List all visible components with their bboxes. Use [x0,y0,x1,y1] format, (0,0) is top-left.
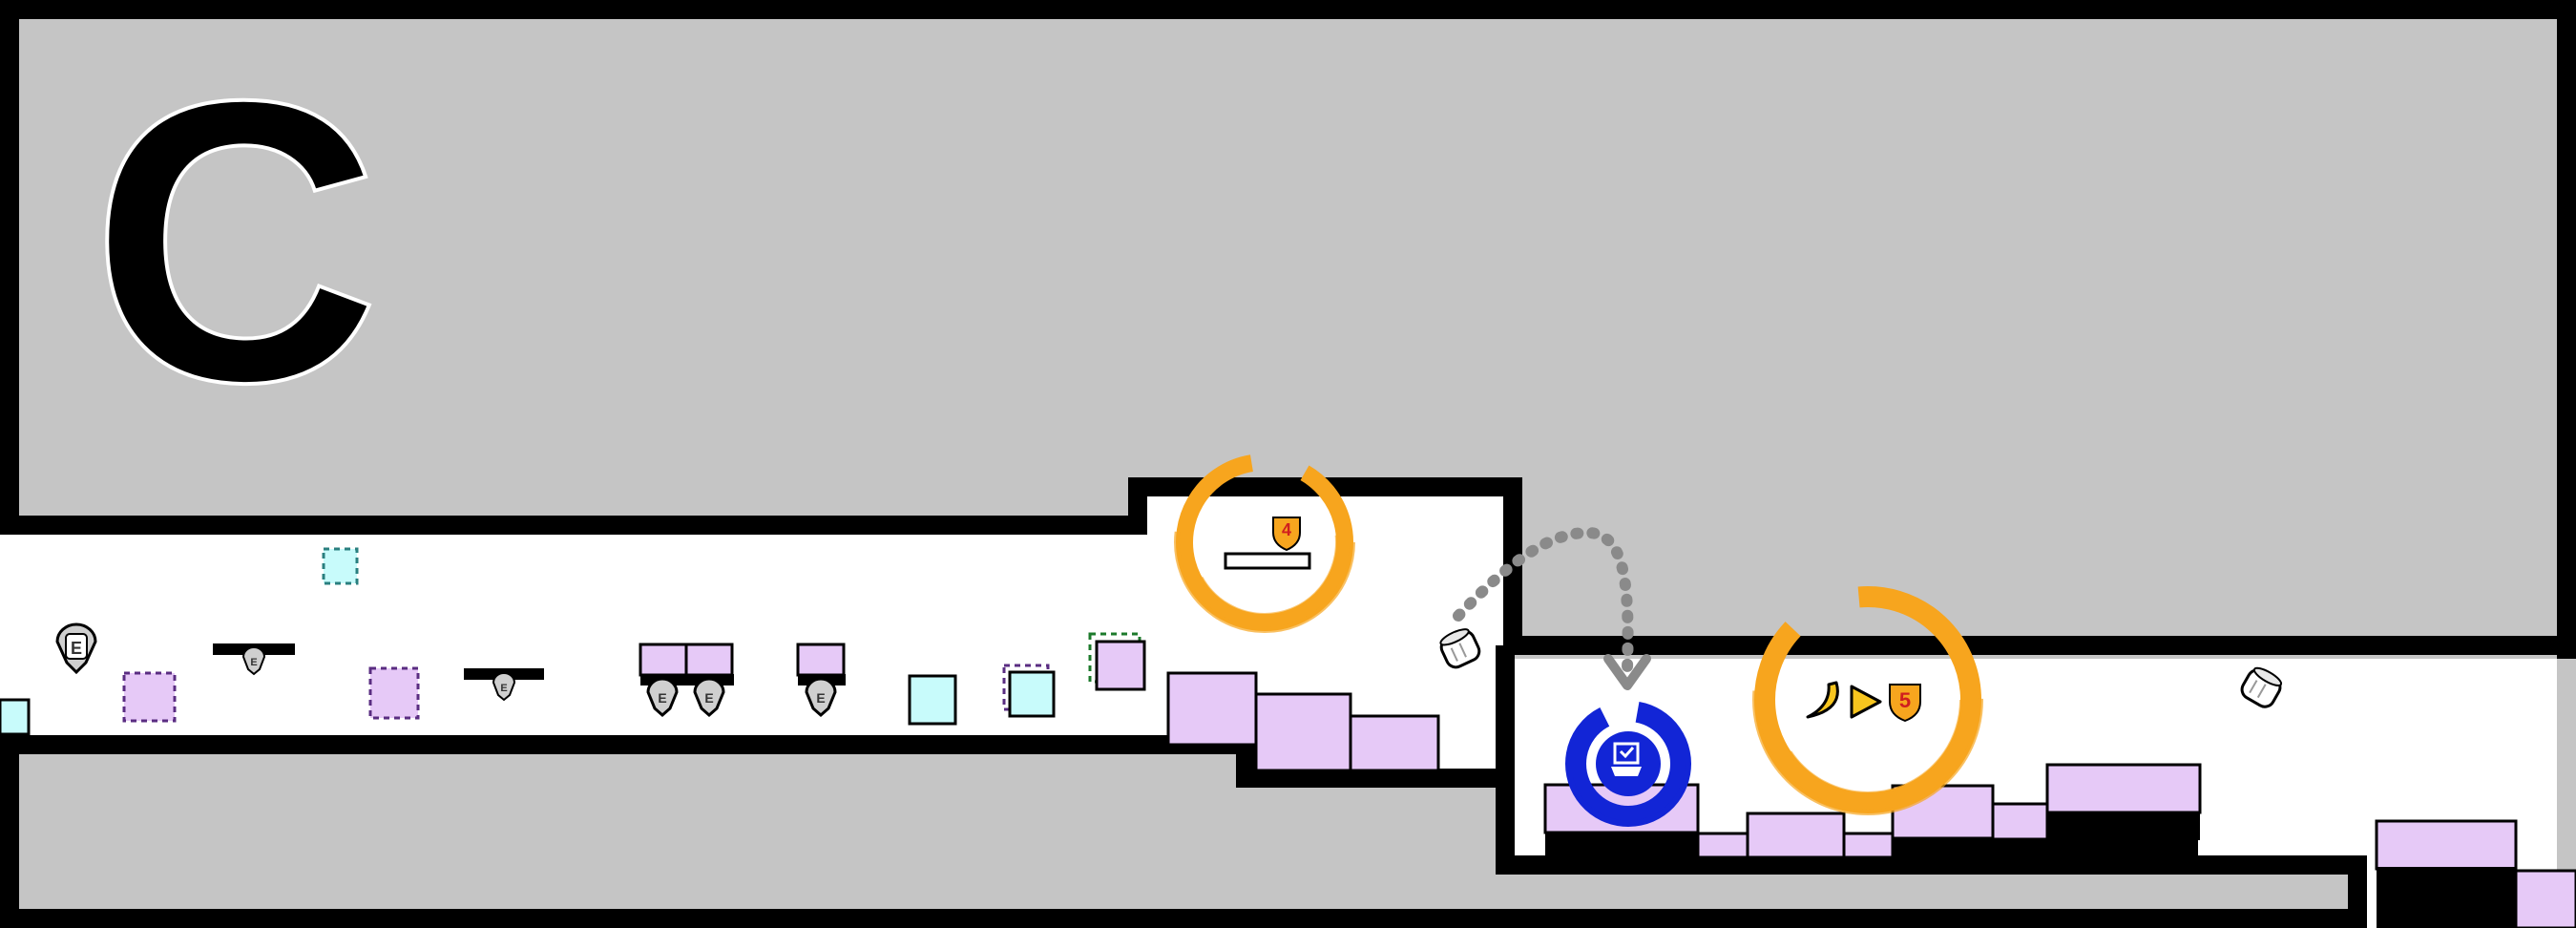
cyan-block [1008,670,1056,718]
checkpoint-ring-lower [1752,584,1983,815]
checkpoint-platform [1224,552,1311,570]
outer-wall-right-upper [2557,0,2576,659]
shield-5-icon: 5 [1889,684,1921,723]
key-e-icon: E [492,672,516,702]
black-ground [1545,831,1698,869]
svg-text:E: E [500,683,507,694]
play-triangle-icon [1850,685,1882,719]
curved-arrow-icon [1453,526,1651,690]
ghost-cyan-block [322,547,359,585]
key-e-icon: E [693,677,725,717]
checkpoint-flag-icon [1611,742,1642,776]
svg-text:E: E [704,690,713,706]
outer-wall-top [0,0,2576,19]
outer-wall-left-upper [0,0,19,516]
corridor-left-floor [0,735,1503,788]
ghost-purple-block [122,671,177,723]
key-e-icon: E [805,677,837,717]
outer-wall-left-lower [0,737,19,928]
purple-step [1696,832,1749,859]
key-e-icon: E [241,646,266,676]
purple-step [1166,671,1258,747]
purple-step [2375,819,2518,871]
shield-4-icon: 4 [1272,517,1301,552]
checkpoint-ring-upper [1174,452,1355,633]
key-e-icon: E [55,622,97,675]
outer-wall-bottom [0,909,2576,928]
svg-text:E: E [250,657,257,668]
section-letter: C [91,18,380,466]
banana-icon [1806,681,1839,719]
purple-block [684,643,734,677]
ghost-purple-block [368,666,420,720]
purple-block [796,643,846,677]
purple-block [639,643,688,677]
svg-text:4: 4 [1282,520,1291,539]
corridor-left-ceiling [0,477,1522,645]
purple-step [1746,812,1846,859]
void-lower-right [1515,875,2345,909]
svg-text:E: E [658,690,666,706]
purple-step [2514,869,2576,928]
purple-step [2045,763,2202,814]
svg-text:5: 5 [1899,688,1911,712]
marshmallow-icon [2240,666,2283,708]
svg-text:E: E [71,639,82,658]
marshmallow-icon [1439,628,1481,669]
purple-step [1254,692,1352,772]
key-e-icon: E [646,677,679,717]
black-ground [1893,835,2198,869]
svg-text:E: E [816,690,825,706]
purple-step [1991,802,2049,841]
purple-block [1095,640,1146,691]
corridor-right-floor [1496,855,2367,928]
black-ground [2377,867,2516,928]
cyan-block [908,674,957,726]
cyan-block [0,698,31,736]
purple-step [1842,832,1895,859]
black-ground [2047,812,2200,840]
purple-step [1349,714,1440,772]
